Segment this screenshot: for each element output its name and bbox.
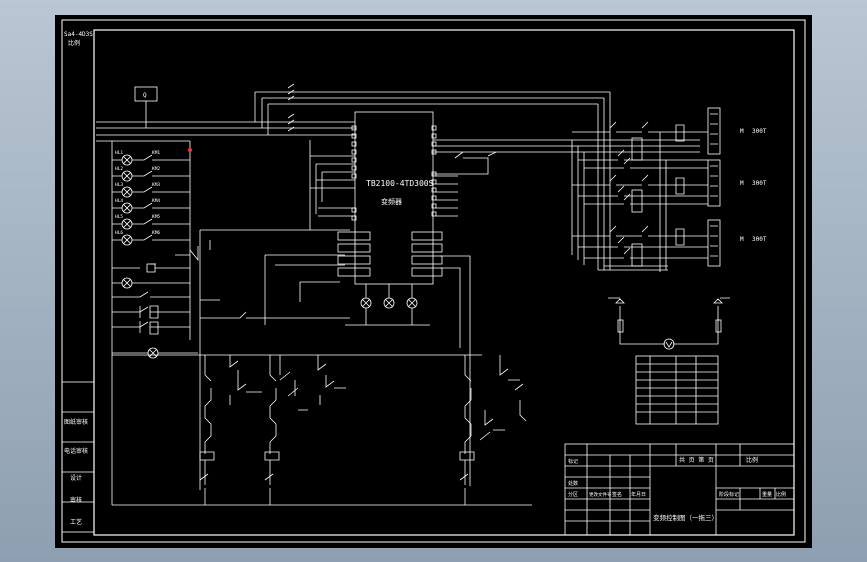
left-strip-4: 工艺 bbox=[70, 518, 82, 526]
motor-1-tag: M bbox=[740, 128, 744, 135]
motor-2-tag: M bbox=[740, 180, 744, 187]
lamp-label-3: HL3 bbox=[115, 182, 123, 188]
outer-frame bbox=[61, 19, 806, 543]
title-row-label-2: 分区 bbox=[568, 491, 578, 498]
sheet-counter: 共 页 第 页 bbox=[679, 456, 714, 464]
motor-feeders bbox=[572, 121, 708, 272]
title-right-label-1: 重量 bbox=[762, 491, 772, 498]
title-row-label-1: 处数 bbox=[568, 480, 578, 487]
lamp-label-1: HL1 bbox=[115, 150, 123, 156]
drawing-title: 变频控制图（一拖三） bbox=[653, 513, 718, 522]
left-strip bbox=[61, 381, 95, 533]
title-row-label-3: 更改文件号 bbox=[589, 491, 612, 498]
motor-terminal-boxes bbox=[707, 107, 721, 267]
left-strip-3: 审核 bbox=[70, 496, 82, 504]
lamp-label-2: HL2 bbox=[115, 166, 123, 172]
contact-label-2: KM2 bbox=[152, 166, 160, 172]
inverter-model: TB2100-4TD300S bbox=[366, 179, 434, 188]
fault-marker bbox=[188, 148, 192, 152]
contact-label-1: KM1 bbox=[152, 150, 160, 156]
lamp-label-5: HL5 bbox=[115, 214, 123, 220]
drawing-sheet bbox=[55, 15, 812, 548]
contact-label-3: KM3 bbox=[152, 182, 160, 188]
inverter-box bbox=[354, 111, 434, 285]
component-table bbox=[635, 355, 719, 425]
corner-code: Sa4-4D3S bbox=[64, 31, 93, 38]
inner-frame bbox=[93, 29, 795, 536]
left-strip-2: 设计 bbox=[70, 474, 82, 482]
title-right-label-2: 比例 bbox=[776, 491, 786, 498]
lamp-label-4: HL4 bbox=[115, 198, 123, 204]
voltmeter-circuit bbox=[608, 297, 730, 350]
schematic bbox=[96, 83, 730, 506]
control-ladder bbox=[199, 355, 527, 505]
contact-label-4: KM4 bbox=[152, 198, 160, 204]
scale-label: 比例 bbox=[746, 456, 758, 464]
motor-1-rating: 300T bbox=[752, 128, 767, 135]
motor-2-rating: 300T bbox=[752, 180, 767, 187]
left-strip-1: 电话审核 bbox=[64, 447, 88, 455]
motor-3-rating: 300T bbox=[752, 236, 767, 243]
inverter-lamps bbox=[345, 284, 430, 326]
contact-label-5: KM5 bbox=[152, 214, 160, 220]
top-box-label: Q bbox=[143, 92, 147, 99]
left-lamp-column bbox=[112, 154, 199, 359]
corner-sub: 比例 bbox=[68, 39, 80, 47]
title-block bbox=[564, 443, 795, 536]
motor-3-tag: M bbox=[740, 236, 744, 243]
inverter-label: 变频器 bbox=[381, 197, 402, 206]
title-row-label-0: 标记 bbox=[568, 458, 578, 465]
left-strip-0: 图纸审核 bbox=[64, 418, 88, 426]
title-row-label-4: 签名 bbox=[612, 491, 622, 498]
title-row-label-5: 年月日 bbox=[631, 491, 646, 498]
title-right-label-0: 阶段标记 bbox=[719, 491, 739, 498]
lamp-label-6: HL6 bbox=[115, 230, 123, 236]
contact-label-6: KM6 bbox=[152, 230, 160, 236]
